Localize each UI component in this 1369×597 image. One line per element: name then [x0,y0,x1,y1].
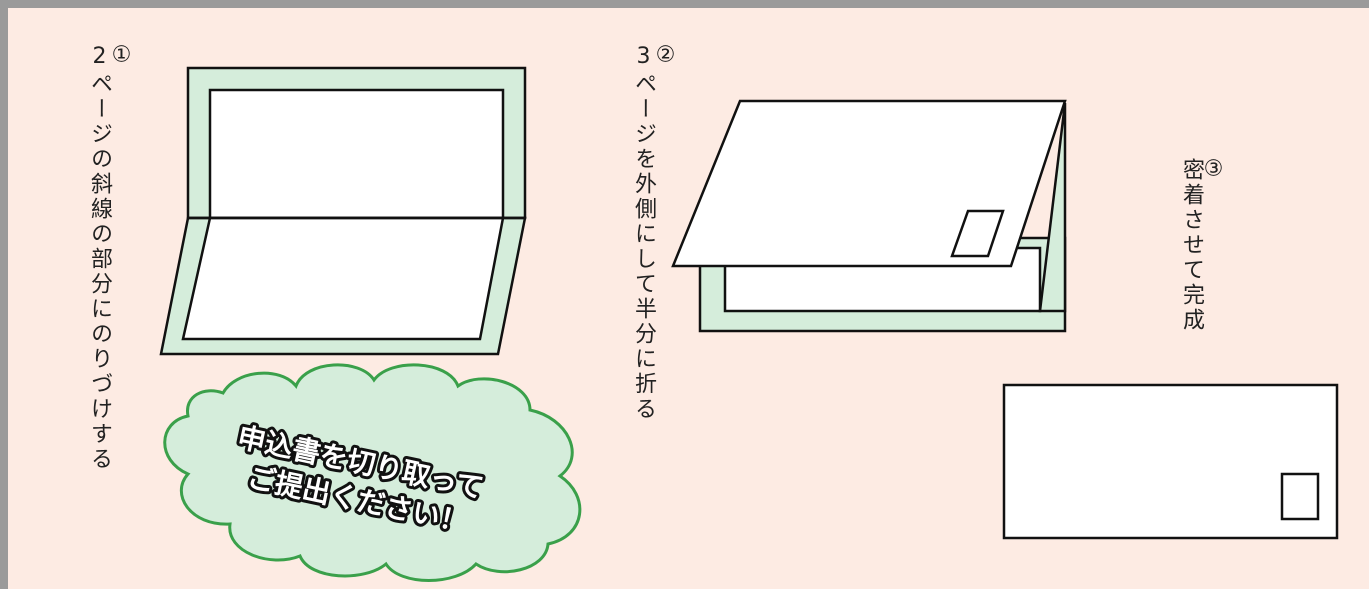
step-2-instruction: ② 3ページを外側にして半分に折る [631,44,676,422]
step-1-instruction: ① 2ページの斜線の部分にのりづけする [87,44,132,472]
step-1-bottom-inner-panel [181,216,505,341]
step-2-number: ② [655,44,676,66]
step-3-instruction: ③ 密着させて完成 [1179,158,1224,333]
step-1-number: ① [111,44,132,66]
step-2-folding-panel [671,99,1067,268]
cloud-shape [163,363,582,582]
step-3-text: 密着させて完成 [1179,158,1204,333]
callout-cloud: 申込書を切り取って ご提出ください！ [163,363,582,582]
step-3-stamp-box [1280,472,1320,521]
step-1-open-form-illustration [159,66,527,356]
step-1-top-inner-panel [208,88,505,220]
step-2-folding-illustration [671,99,1067,333]
step-1-text: 2ページの斜線の部分にのりづけする [87,44,112,472]
step-2-stamp-box [950,209,1005,258]
step-2-text: 3ページを外側にして半分に折る [631,44,656,422]
step-3-completed-illustration [1002,383,1339,540]
step-2-right-glue-strip [1038,102,1067,313]
step-3-number: ③ [1203,158,1224,180]
folding-diagrams: 申込書を切り取って ご提出ください！ [159,66,1339,582]
